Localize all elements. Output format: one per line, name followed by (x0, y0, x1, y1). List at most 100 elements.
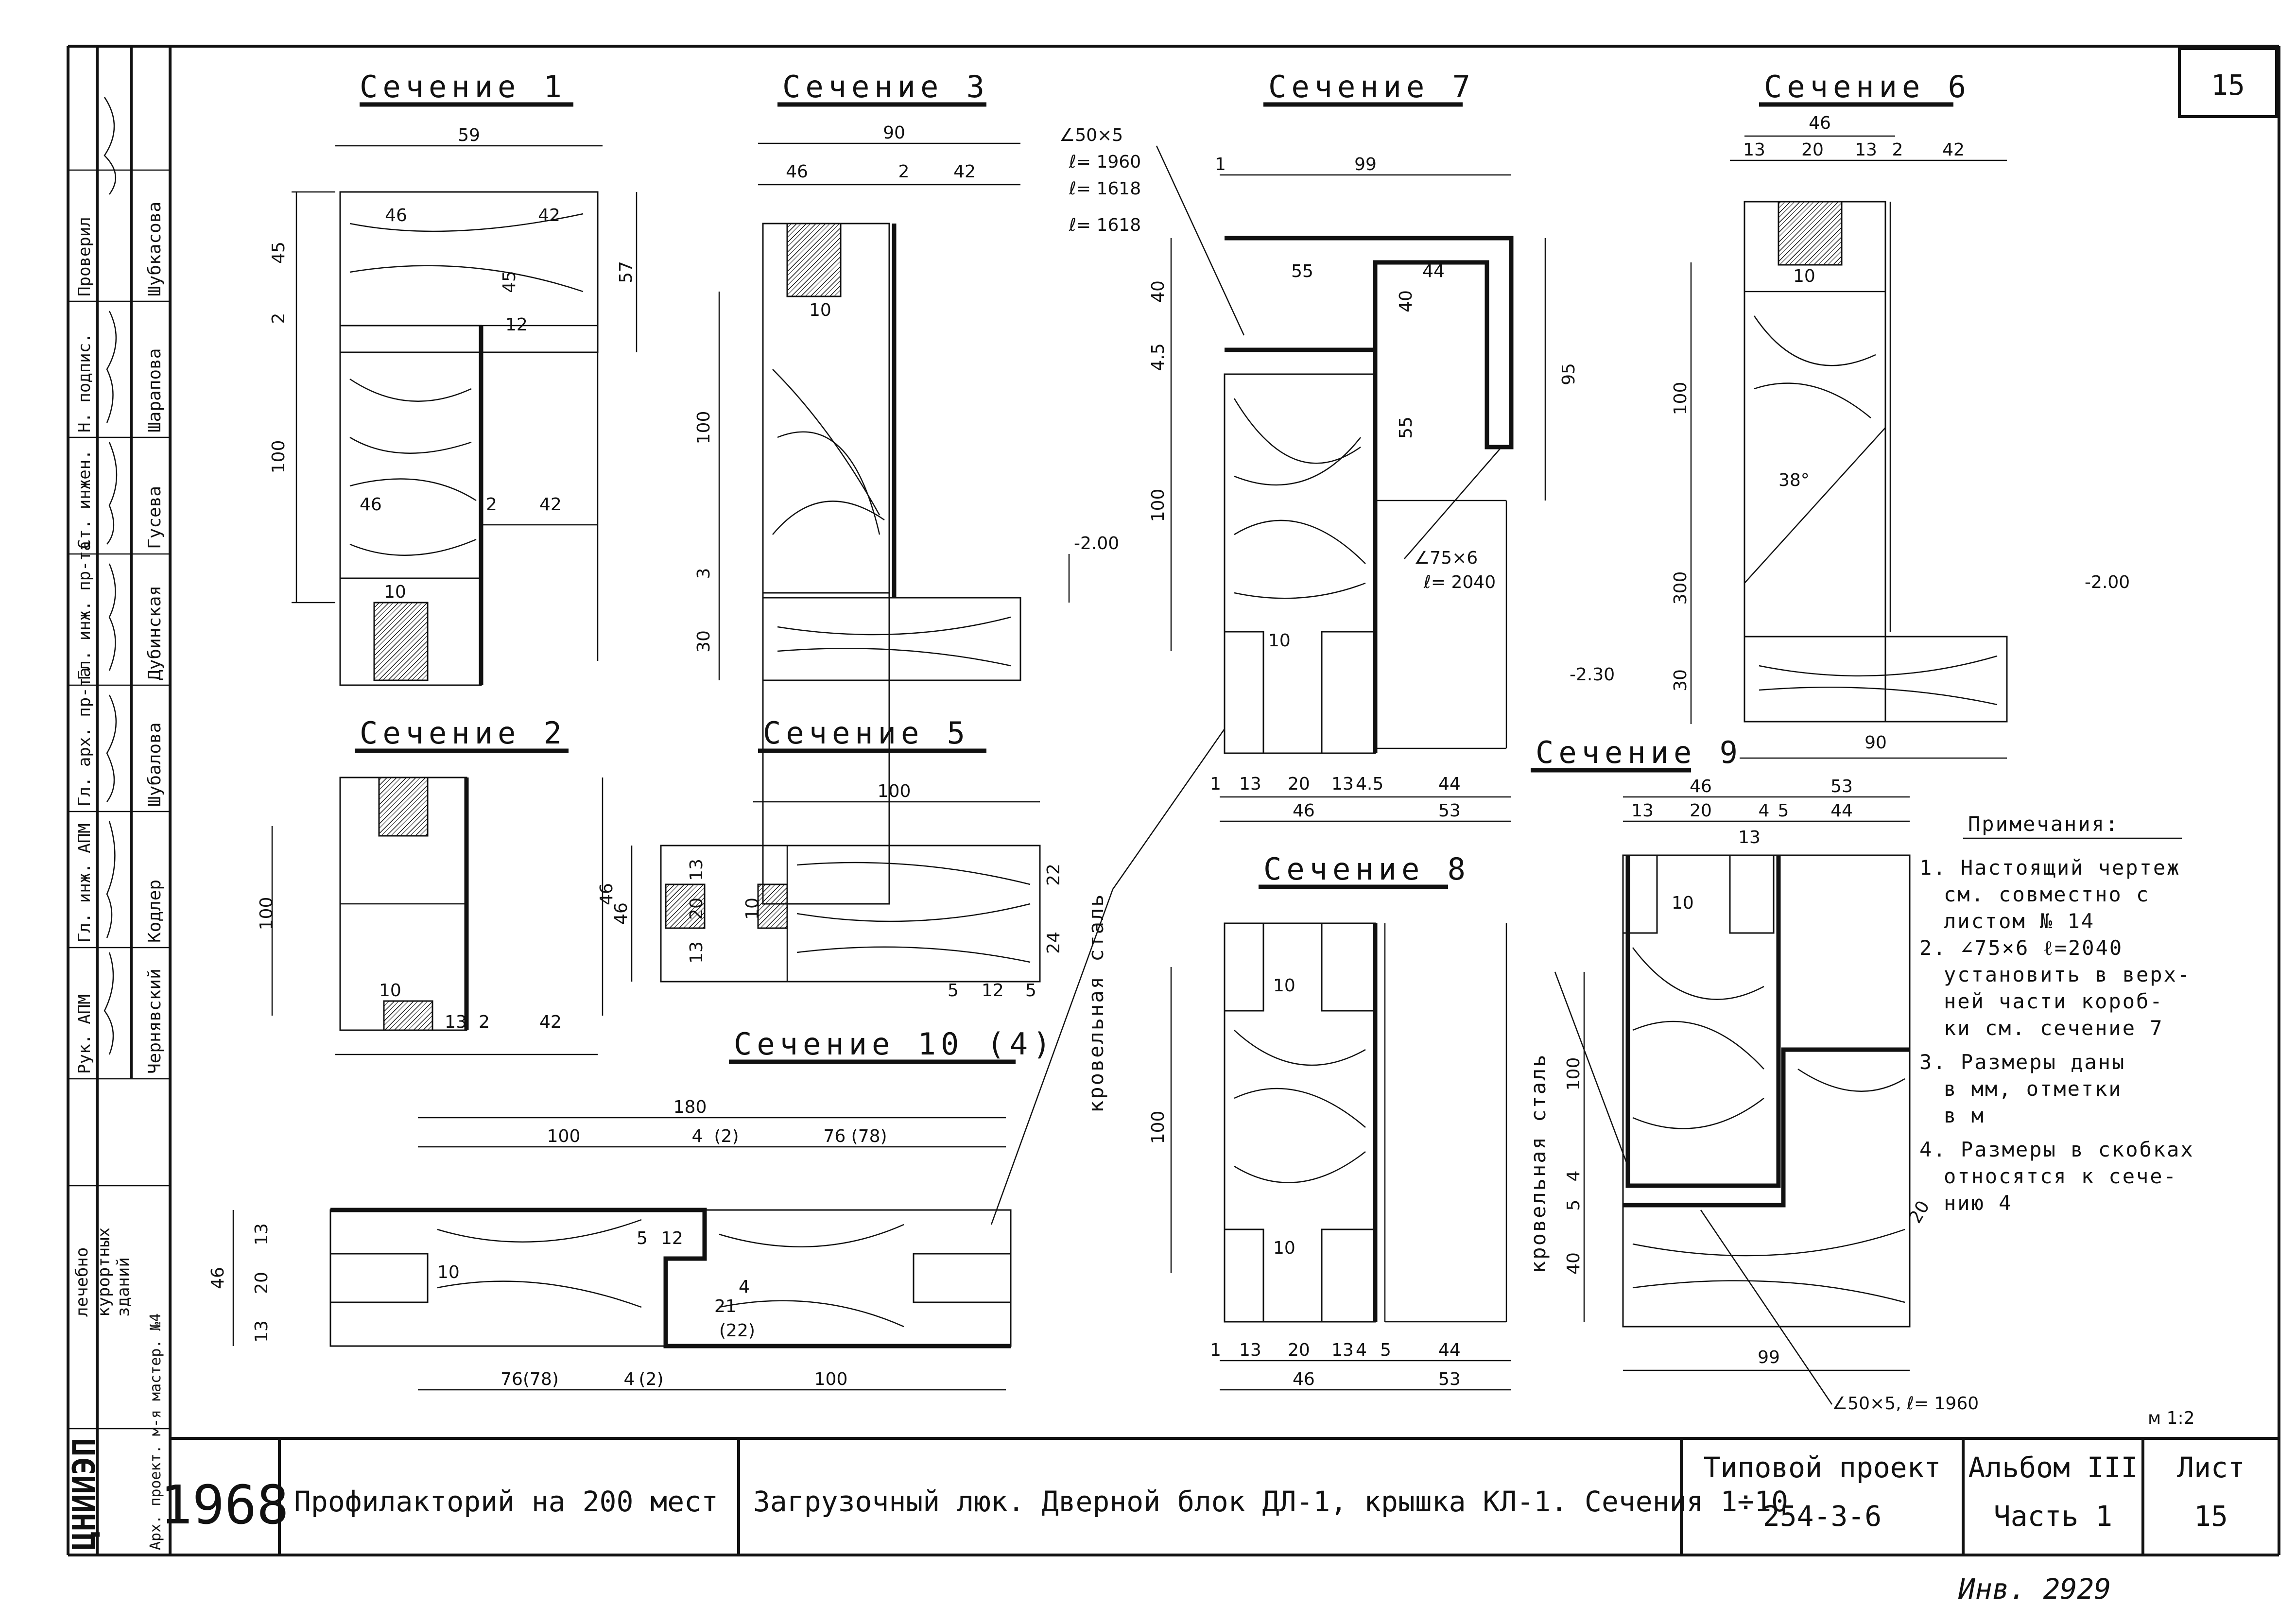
s9-dim-6: 44 (1830, 801, 1853, 821)
s9-dim-9: 100 (1564, 1057, 1584, 1091)
s1-dim-0: 59 (458, 125, 480, 145)
s7-dim-6: 40 (1396, 290, 1416, 312)
s7-dim-12: 13 (1239, 774, 1261, 794)
s1-dim-4: 45 (500, 271, 519, 293)
s6-dim-11: -2.30 (1570, 665, 1615, 685)
s6-dim-4: 2 (1892, 140, 1903, 160)
title-drawing: Загрузочный люк. Дверной блок ДЛ-1, крыш… (753, 1485, 1788, 1518)
title-typical-number: 254-3-6 (1763, 1500, 1882, 1533)
s3-dim-2: 2 (898, 162, 910, 182)
title-year: 1968 (160, 1474, 289, 1536)
title-project: Профилакторий на 200 мест (294, 1485, 718, 1518)
s9-dim-8: 10 (1672, 893, 1694, 913)
stamp-roles: Рук. АПМ Гл. инж. АПМ Гл. арх. пр-та Гл.… (75, 217, 94, 1074)
s8-dim-9: 44 (1438, 1340, 1461, 1360)
s1-dim-7: 12 (505, 315, 528, 335)
name-4: Гусева (145, 486, 165, 549)
note-line-7: 3. Размеры даны (1919, 1050, 2125, 1074)
s1-dim-8: 100 (269, 440, 289, 474)
s2-dim-1: 46 (597, 883, 617, 905)
s5-dim-10: 5 (1025, 981, 1036, 1001)
s2-dim-0: 100 (257, 897, 276, 931)
s6-dim-0: 46 (1809, 113, 1831, 133)
section-10: Сечение 10 (4) (232, 1026, 1056, 1391)
s6-dim-5: 42 (1942, 140, 1965, 160)
s7-dim-18: 53 (1438, 801, 1461, 821)
s7-dim-10: 10 (1268, 631, 1291, 651)
s10-dim-8: 13 (252, 1320, 272, 1343)
s7-dim-0: 1 (1215, 155, 1226, 174)
note-line-9: в м (1944, 1104, 1985, 1127)
note-line-5: ней части короб- (1944, 989, 2164, 1013)
section-6-title: Сечение 6 (1764, 69, 1971, 104)
note-line-6: ки см. сечение 7 (1944, 1016, 2164, 1040)
title-album: Альбом III (1968, 1451, 2138, 1484)
section-8-title: Сечение 8 (1263, 851, 1470, 887)
section-10-title: Сечение 10 (4) (734, 1026, 1056, 1062)
s1-dim-12: 10 (384, 582, 406, 602)
section-2-title: Сечение 2 (360, 715, 567, 751)
role-3: Гл. инж. пр-та (75, 541, 94, 680)
s10-dim-18: 100 (814, 1369, 848, 1389)
stamp-names: Чернявский Кодлер Шубалова Дубинская Гус… (145, 202, 165, 1074)
s9-dim-4: 4 (1759, 801, 1770, 821)
s1-dim-3: 45 (269, 242, 289, 264)
note-line-12: нию 4 (1944, 1191, 2012, 1215)
section-7: Сечение 7 (1170, 69, 1546, 822)
s1-dim-10: 2 (486, 495, 497, 515)
note-line-2: листом № 14 (1944, 909, 2095, 933)
angle-1-length-1: ℓ= 1960 (1069, 152, 1141, 172)
s6-dim-13: 90 (1864, 733, 1887, 753)
role-6: Проверил (75, 217, 94, 296)
s3-dim-7: 30 (694, 630, 714, 653)
s9-dim-3: 20 (1690, 801, 1712, 821)
inventory-number: Инв. 2929 (1958, 1572, 2111, 1606)
role-4: Ст. инжен. (75, 449, 94, 549)
s3-dim-3: 42 (953, 162, 976, 182)
name-0: Чернявский (145, 968, 165, 1074)
s5-dim-7: 24 (1044, 932, 1064, 954)
s7-dim-14: 13 (1331, 774, 1354, 794)
note-line-0: 1. Настоящий чертеж (1919, 856, 2180, 880)
s6-dim-2: 20 (1801, 140, 1824, 160)
s1-dim-1: 46 (385, 206, 407, 225)
name-6: Шубкасова (145, 202, 165, 296)
scale-label: м 1:2 (2148, 1408, 2195, 1428)
s5-dim-1: 46 (611, 902, 631, 925)
s10-dim-1: 100 (547, 1126, 581, 1146)
s6-dim-7: 100 (1671, 382, 1691, 415)
s9-dim-1: 53 (1830, 777, 1853, 796)
s10-dim-16: 4 (624, 1369, 635, 1389)
s1-dim-11: 42 (539, 495, 562, 515)
s7-dim-1: 99 (1354, 155, 1377, 174)
note-line-11: относятся к сече- (1944, 1164, 2177, 1188)
title-sheet-label: Лист (2177, 1451, 2245, 1484)
s6-dim-12: 30 (1671, 669, 1691, 691)
s10-dim-15: 76(78) (501, 1369, 559, 1389)
sheet-frame (67, 45, 2280, 1556)
note-line-1: см. совместно с (1944, 882, 2150, 906)
s5-dim-6: 22 (1044, 864, 1064, 886)
s6-dim-8: 38° (1778, 470, 1810, 490)
org-line-2: курортных (94, 1227, 114, 1317)
s7-dim-7: 95 (1559, 363, 1579, 385)
s3-dim-8: -2.00 (1074, 534, 1119, 553)
s10-dim-14: (22) (719, 1321, 755, 1341)
section-3: Сечение 3 (718, 69, 1070, 905)
s7-dim-15: 4.5 (1356, 774, 1383, 794)
note-line-10: 4. Размеры в скобках (1919, 1138, 2194, 1161)
section-2: Сечение 2 (271, 715, 604, 1055)
name-1: Кодлер (145, 880, 165, 943)
section-7-title: Сечение 7 (1268, 69, 1475, 104)
title-sheet-number: 15 (2194, 1500, 2228, 1533)
section-9-title: Сечение 9 (1536, 735, 1743, 770)
angle-1-length-2: ℓ= 1618 (1069, 179, 1141, 199)
s5-dim-2: 13 (687, 859, 707, 881)
s8-dim-6: 13 (1331, 1340, 1354, 1360)
s5-dim-8: 5 (948, 981, 959, 1001)
org-logo: ЦНИИЭП (67, 1438, 103, 1550)
s7-dim-11: 1 (1210, 774, 1221, 794)
s10-dim-5: 46 (208, 1267, 228, 1289)
role-0: Рук. АПМ (75, 994, 94, 1074)
s5-dim-5: 10 (742, 898, 762, 920)
